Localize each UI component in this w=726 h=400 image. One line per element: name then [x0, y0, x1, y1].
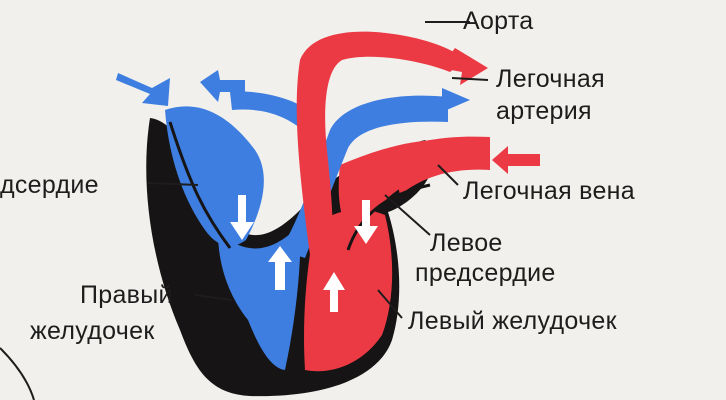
label-left-atrium-line2: предсердие	[415, 260, 556, 286]
leader-pulmonary-artery	[452, 78, 488, 80]
pulmonary-outflow-arrow-right	[442, 88, 470, 112]
label-right-ventricle-line2: желудочек	[30, 318, 155, 344]
label-right-atrium: дсердие	[0, 172, 99, 198]
label-right-ventricle-line1: Правый	[80, 282, 173, 308]
label-aorta: Аорта	[463, 8, 534, 34]
label-pulmonary-artery-line2: артерия	[496, 98, 592, 124]
label-pulmonary-artery-line1: Легочная	[496, 66, 605, 92]
vena-cava-arrow-left	[116, 73, 170, 106]
label-pulmonary-vein: Легочная вена	[463, 178, 635, 204]
pulmonary-vein-arrow	[492, 146, 540, 174]
label-left-atrium-line1: Левое	[430, 230, 503, 256]
corner-stroke	[0, 348, 34, 400]
pulmonary-artery-left-branch	[230, 91, 305, 128]
label-left-ventricle: Левый желудочек	[408, 308, 617, 334]
